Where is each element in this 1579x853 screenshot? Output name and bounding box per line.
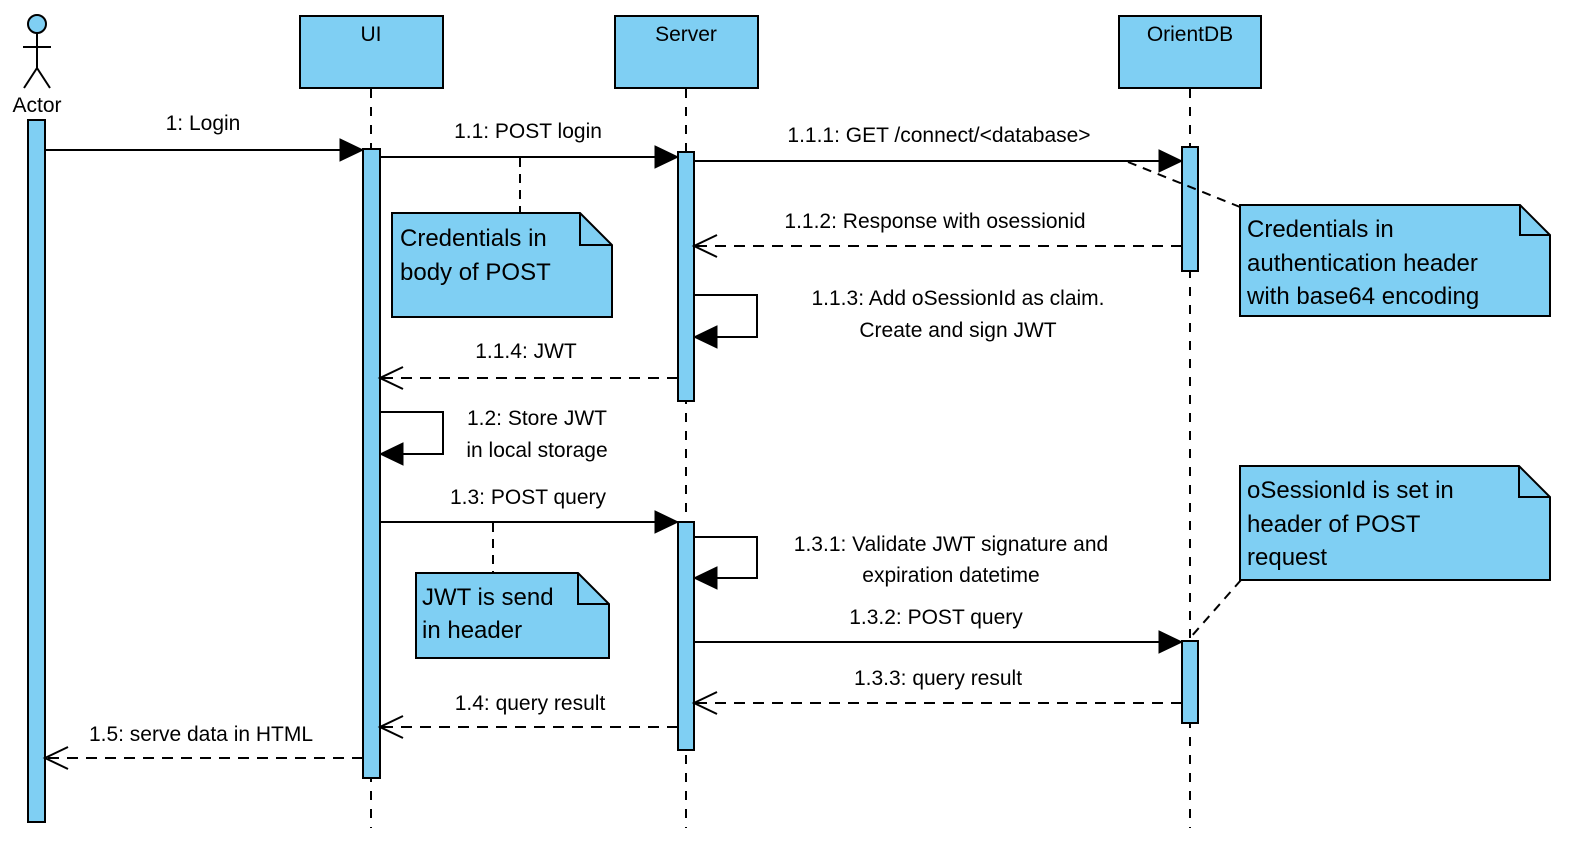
participant-ui-label: UI (361, 23, 382, 46)
note-1-line1: Credentials in (400, 225, 547, 252)
message-1-3-post-query: 1.3: POST query (380, 486, 680, 534)
message-1-1-2-response: 1.1.2: Response with osessionid (691, 210, 1182, 258)
message-1-1-2-label: 1.1.2: Response with osessionid (784, 210, 1085, 233)
participant-server: Server (614, 15, 759, 89)
message-1-login: 1: Login (45, 112, 365, 162)
note-4-line2: header of POST (1247, 511, 1421, 538)
ui-activation (362, 148, 381, 779)
message-1-1-post-login: 1.1: POST login (380, 120, 680, 169)
message-1-label: 1: Login (166, 112, 241, 135)
note-credentials-body: Credentials in body of POST (391, 158, 613, 318)
actor-figure (23, 14, 51, 89)
message-1-1-3-self: 1.1.3: Add oSessionId as claim. Create a… (692, 287, 1105, 349)
note-3-line1: JWT is send (422, 584, 554, 611)
message-1-1-3-label-line2: Create and sign JWT (859, 319, 1056, 342)
note-2-line1: Credentials in (1247, 216, 1394, 243)
note-osessionid-header: oSessionId is set in header of POST requ… (1189, 465, 1551, 639)
participant-orientdb-label: OrientDB (1147, 23, 1233, 46)
server-activation-1 (677, 151, 695, 402)
message-1-3-3-query-result: 1.3.3: query result (691, 667, 1182, 715)
message-1-3-1-label-line1: 1.3.1: Validate JWT signature and (794, 533, 1108, 556)
message-1-1-label: 1.1: POST login (454, 120, 602, 143)
message-1-2-label-line2: in local storage (466, 439, 607, 462)
message-1-4-label: 1.4: query result (455, 692, 606, 715)
orientdb-activation-1 (1181, 146, 1199, 272)
message-1-4-query-result: 1.4: query result (377, 692, 678, 739)
message-1-1-1-label: 1.1.1: GET /connect/<database> (787, 124, 1090, 147)
note-3-line2: in header (422, 617, 522, 644)
message-1-3-2-post-query: 1.3.2: POST query (694, 606, 1184, 654)
actor-activation (27, 119, 46, 823)
note-jwt-in-header: JWT is send in header (415, 523, 610, 659)
message-1-1-4-jwt: 1.1.4: JWT (377, 340, 678, 390)
participant-orientdb: OrientDB (1118, 15, 1262, 89)
note-credentials-auth-header: Credentials in authentication header wit… (1127, 161, 1551, 317)
message-1-1-1-get-connect: 1.1.1: GET /connect/<database> (694, 124, 1184, 173)
message-1-5-label: 1.5: serve data in HTML (89, 723, 313, 746)
message-1-2-label-line1: 1.2: Store JWT (467, 407, 607, 430)
message-1-3-2-label: 1.3.2: POST query (849, 606, 1023, 629)
participant-ui: UI (299, 15, 444, 89)
actor-label: Actor (12, 94, 61, 117)
message-1-5-serve-data: 1.5: serve data in HTML (42, 723, 363, 770)
server-activation-2 (677, 521, 695, 751)
note-4-line1: oSessionId is set in (1247, 477, 1454, 504)
note-2-line3: with base64 encoding (1246, 283, 1479, 310)
message-1-3-3-label: 1.3.3: query result (854, 667, 1022, 690)
note-1-line2: body of POST (400, 259, 551, 286)
note-2-line2: authentication header (1247, 250, 1478, 277)
orientdb-activation-2 (1181, 640, 1199, 724)
message-1-2-self: 1.2: Store JWT in local storage (378, 407, 608, 466)
participant-server-label: Server (655, 23, 717, 46)
message-1-3-label: 1.3: POST query (450, 486, 607, 509)
note-4-line3: request (1247, 544, 1327, 571)
message-1-3-1-label-line2: expiration datetime (862, 564, 1039, 587)
message-1-3-1-self: 1.3.1: Validate JWT signature and expira… (692, 533, 1108, 590)
message-1-1-3-label-line1: 1.1.3: Add oSessionId as claim. (811, 287, 1104, 310)
message-1-1-4-label: 1.1.4: JWT (475, 340, 577, 363)
